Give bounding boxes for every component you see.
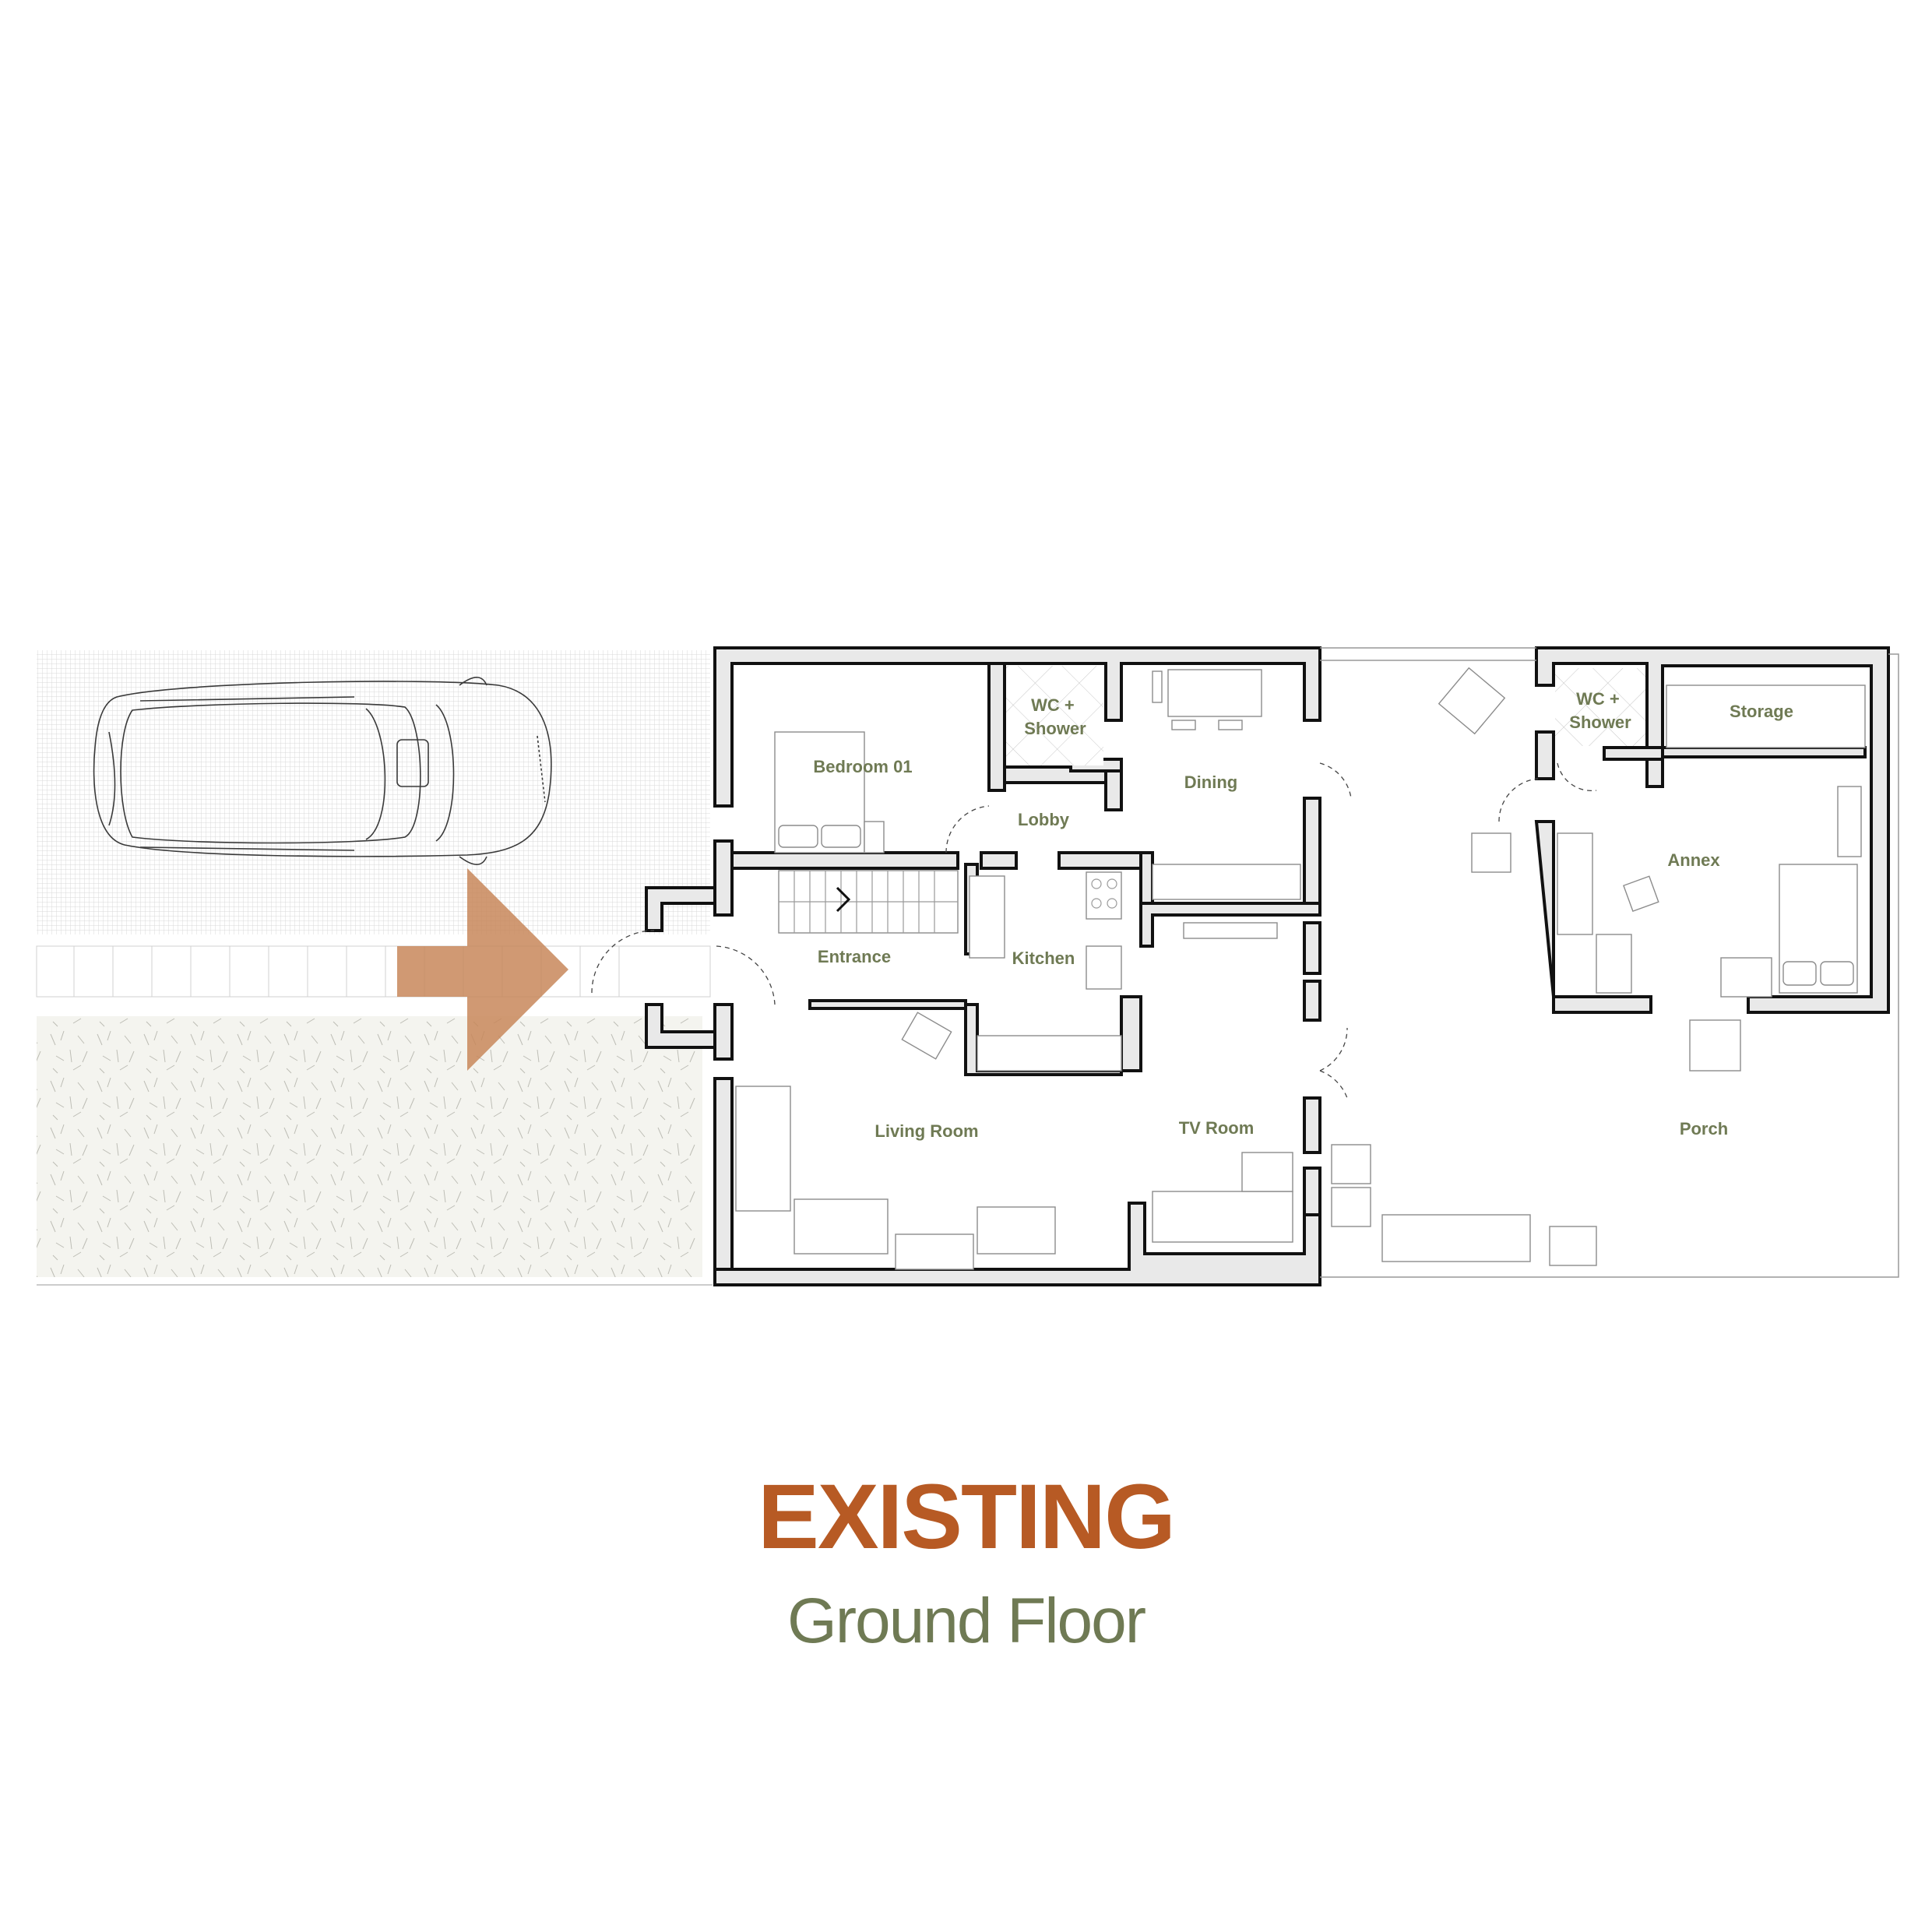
annex-walls (1534, 646, 1890, 1014)
door-swings (591, 762, 1597, 1099)
wc1-tiles (1006, 666, 1103, 765)
wc2-tiles (1555, 668, 1645, 746)
driveway (36, 650, 711, 998)
room-label-living-room: Living Room (875, 1121, 978, 1141)
room-label-entrance: Entrance (818, 947, 891, 966)
room-label-storage: Storage (1730, 702, 1793, 721)
room-label-annex: Annex (1667, 850, 1720, 870)
room-label-kitchen: Kitchen (1012, 948, 1075, 968)
porch-outline (1320, 647, 1899, 1278)
room-label-wc-shower-1-line2: Shower (1024, 719, 1086, 738)
room-label-bedroom-01: Bedroom 01 (813, 757, 912, 776)
entry-arrow-icon (397, 868, 568, 1071)
room-label-porch: Porch (1680, 1119, 1728, 1138)
room-label-wc-shower-2: WC + Shower (1569, 689, 1631, 732)
furniture (735, 667, 1866, 1270)
page-subtitle: Ground Floor (787, 1585, 1146, 1656)
room-label-wc-shower-1: WC + Shower (1024, 695, 1086, 738)
car-icon (93, 677, 552, 865)
page-title: EXISTING (758, 1466, 1176, 1568)
room-label-wc-shower-2-line2: Shower (1569, 713, 1631, 732)
room-label-lobby: Lobby (1018, 810, 1070, 829)
garden-area (37, 1016, 702, 1277)
room-label-tv-room: TV Room (1179, 1118, 1255, 1138)
room-label-wc-shower-2-line1: WC + (1576, 689, 1620, 709)
room-label-dining: Dining (1184, 772, 1237, 792)
room-label-wc-shower-1-line1: WC + (1031, 695, 1075, 715)
room-labels: Bedroom 01 WC + Shower Dining Lobby Entr… (813, 689, 1793, 1141)
